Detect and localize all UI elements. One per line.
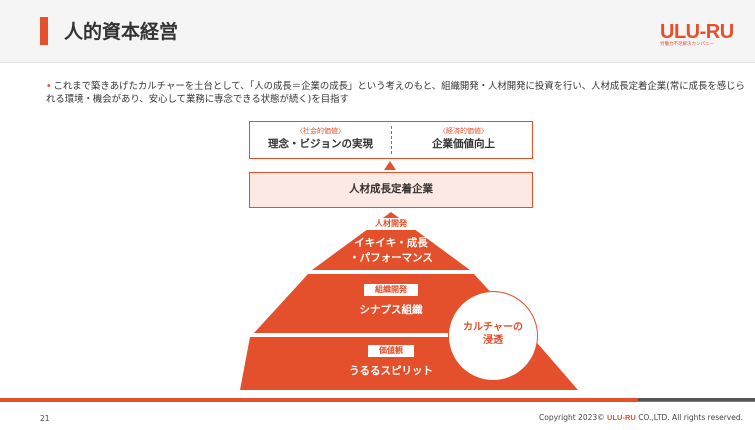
page-number: 21 (40, 414, 50, 423)
value-box: 〈社会的価値〉 理念・ビジョンの実現 〈経済的価値〉 企業価値向上 (249, 121, 533, 159)
bullet-icon: • (46, 81, 52, 92)
company-goal-text: 人材成長定着企業 (349, 183, 433, 195)
economic-value: 〈経済的価値〉 企業価値向上 (393, 122, 534, 151)
top-tier-line2: ・パフォーマンス (349, 252, 433, 264)
logo-wordmark: ULU-RU (660, 21, 734, 43)
copyright-notice: Copyright 2023© ULU-RU CO.,LTD. All righ… (539, 413, 743, 422)
economic-value-label: 〈経済的価値〉 (439, 127, 488, 135)
tag-values: 価値観 (368, 345, 414, 357)
culture-circle: カルチャーの 浸透 (448, 291, 538, 381)
copyright-suffix: CO.,LTD. All rights reserved. (638, 413, 743, 422)
page-title: 人的資本経営 (64, 21, 179, 43)
intro-paragraph: •これまで築きあげたカルチャーを土台として、「人の成長＝企業の成長」という考えの… (46, 80, 752, 106)
footer-rule (0, 398, 755, 402)
culture-line2: 浸透 (483, 335, 503, 346)
middle-tier-text: シナプス組織 (359, 304, 423, 316)
intro-text: これまで築きあげたカルチャーを土台として、「人の成長＝企業の成長」という考えのも… (46, 81, 745, 105)
value-divider (391, 126, 392, 154)
title-accent-bar (40, 17, 48, 45)
tag-organization-development: 組織開発 (364, 284, 418, 296)
up-arrow-icon (384, 161, 396, 170)
social-value: 〈社会的価値〉 理念・ビジョンの実現 (250, 122, 391, 151)
logo-tagline: 労働力不足解決カンパニー (660, 42, 714, 47)
company-goal-box: 人材成長定着企業 (249, 172, 533, 208)
title-bar: 人的資本経営 ULU-RU 労働力不足解決カンパニー (0, 0, 755, 63)
top-tier-line1: イキイキ・成長 (354, 237, 428, 249)
culture-line1: カルチャーの (463, 322, 523, 333)
economic-value-text: 企業価値向上 (432, 138, 495, 150)
copyright-brand: ULU-RU (607, 413, 636, 422)
social-value-label: 〈社会的価値〉 (296, 127, 345, 135)
bottom-tier-text: うるるスピリット (349, 365, 433, 377)
social-value-text: 理念・ビジョンの実現 (268, 138, 373, 150)
copyright-prefix: Copyright 2023© (539, 413, 605, 422)
footer-rule-accent (638, 398, 755, 401)
pyramid-top-tier (312, 212, 470, 270)
company-logo: ULU-RU 労働力不足解決カンパニー (660, 22, 755, 52)
tag-human-development: 人材開発 (364, 218, 418, 230)
